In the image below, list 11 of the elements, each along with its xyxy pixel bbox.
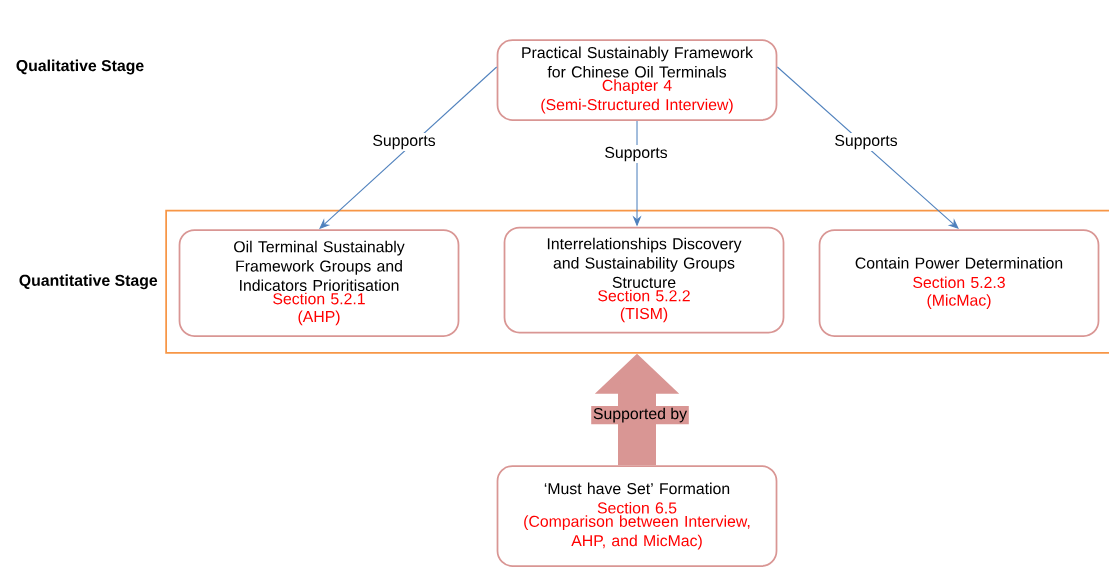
process-box: Oil Terminal Sustainably Framework Groups and Indicators Prioritisation Section 5.2.1 (AHP) [178, 229, 460, 337]
edge-label: Supports [602, 145, 670, 163]
edge-label: Supports [832, 133, 900, 151]
node-label: Quantitative Stage [19, 274, 158, 290]
process-box: Practical Sustainably Framework for Chinese Oil Terminals Chapter 4 (Semi-Structured Interview) [496, 39, 778, 121]
process-box: ‘Must have Set’ Formation Section 6.5 (Comparison between Interview, AHP, and MicMac) [496, 465, 778, 567]
edge-label: Supports [370, 133, 438, 151]
stage-label: Qualitative Stage [16, 59, 144, 75]
process-box: Interrelationships Discovery and Sustainability Groups Structure Section 5.2.2 (TISM) [503, 226, 785, 334]
process-box: Contain Power Determination Section 5.2.3 (MicMac) [818, 229, 1100, 337]
edge-label: Supported by [591, 405, 689, 425]
